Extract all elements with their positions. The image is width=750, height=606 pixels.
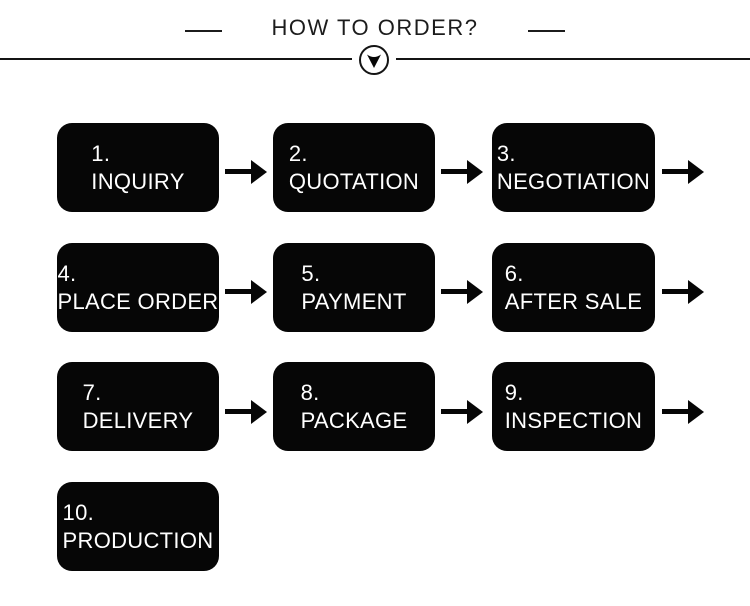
arrow-right-icon	[662, 400, 704, 424]
arrow-right-icon	[225, 400, 267, 424]
page-title: HOW TO ORDER?	[271, 15, 479, 40]
step-label: PAYMENT	[301, 288, 407, 314]
step-label: PACKAGE	[300, 407, 408, 433]
step-number: 9.	[504, 379, 524, 405]
step-label: PLACE ORDER	[57, 288, 219, 314]
step-box-delivery: 7.DELIVERY	[57, 362, 219, 451]
chevron-down-icon	[352, 40, 396, 80]
step-label: INQUIRY	[91, 168, 185, 194]
step-label: AFTER SALE	[504, 288, 643, 314]
arrow-right-icon	[441, 160, 483, 184]
title-right-dash	[528, 30, 565, 32]
step-box-negotiation: 3.NEGOTIATION	[492, 123, 655, 212]
step-label: INSPECTION	[504, 407, 643, 433]
step-label: QUOTATION	[288, 168, 420, 194]
step-box-inspection: 9.INSPECTION	[492, 362, 655, 451]
title-left-dash	[185, 30, 222, 32]
step-box-inquiry: 1.INQUIRY	[57, 123, 219, 212]
step-box-payment: 5.PAYMENT	[273, 243, 435, 332]
step-number: 2.	[288, 140, 308, 166]
step-box-after-sale: 6.AFTER SALE	[492, 243, 655, 332]
arrow-right-icon	[441, 400, 483, 424]
step-number: 1.	[91, 140, 111, 166]
arrow-right-icon	[441, 280, 483, 304]
step-number: 5.	[301, 260, 321, 286]
step-number: 3.	[496, 140, 516, 166]
step-label: NEGOTIATION	[496, 168, 651, 194]
step-label: DELIVERY	[82, 407, 194, 433]
step-box-production: 10.PRODUCTION	[57, 482, 219, 571]
arrow-right-icon	[662, 160, 704, 184]
step-number: 6.	[504, 260, 524, 286]
step-box-package: 8.PACKAGE	[273, 362, 435, 451]
arrow-right-icon	[225, 160, 267, 184]
arrow-right-icon	[662, 280, 704, 304]
step-number: 4.	[57, 260, 77, 286]
step-box-place-order: 4.PLACE ORDER	[57, 243, 219, 332]
step-box-quotation: 2.QUOTATION	[273, 123, 435, 212]
step-number: 7.	[82, 379, 102, 405]
arrow-right-icon	[225, 280, 267, 304]
step-label: PRODUCTION	[62, 527, 214, 553]
step-number: 10.	[62, 499, 95, 525]
step-number: 8.	[300, 379, 320, 405]
